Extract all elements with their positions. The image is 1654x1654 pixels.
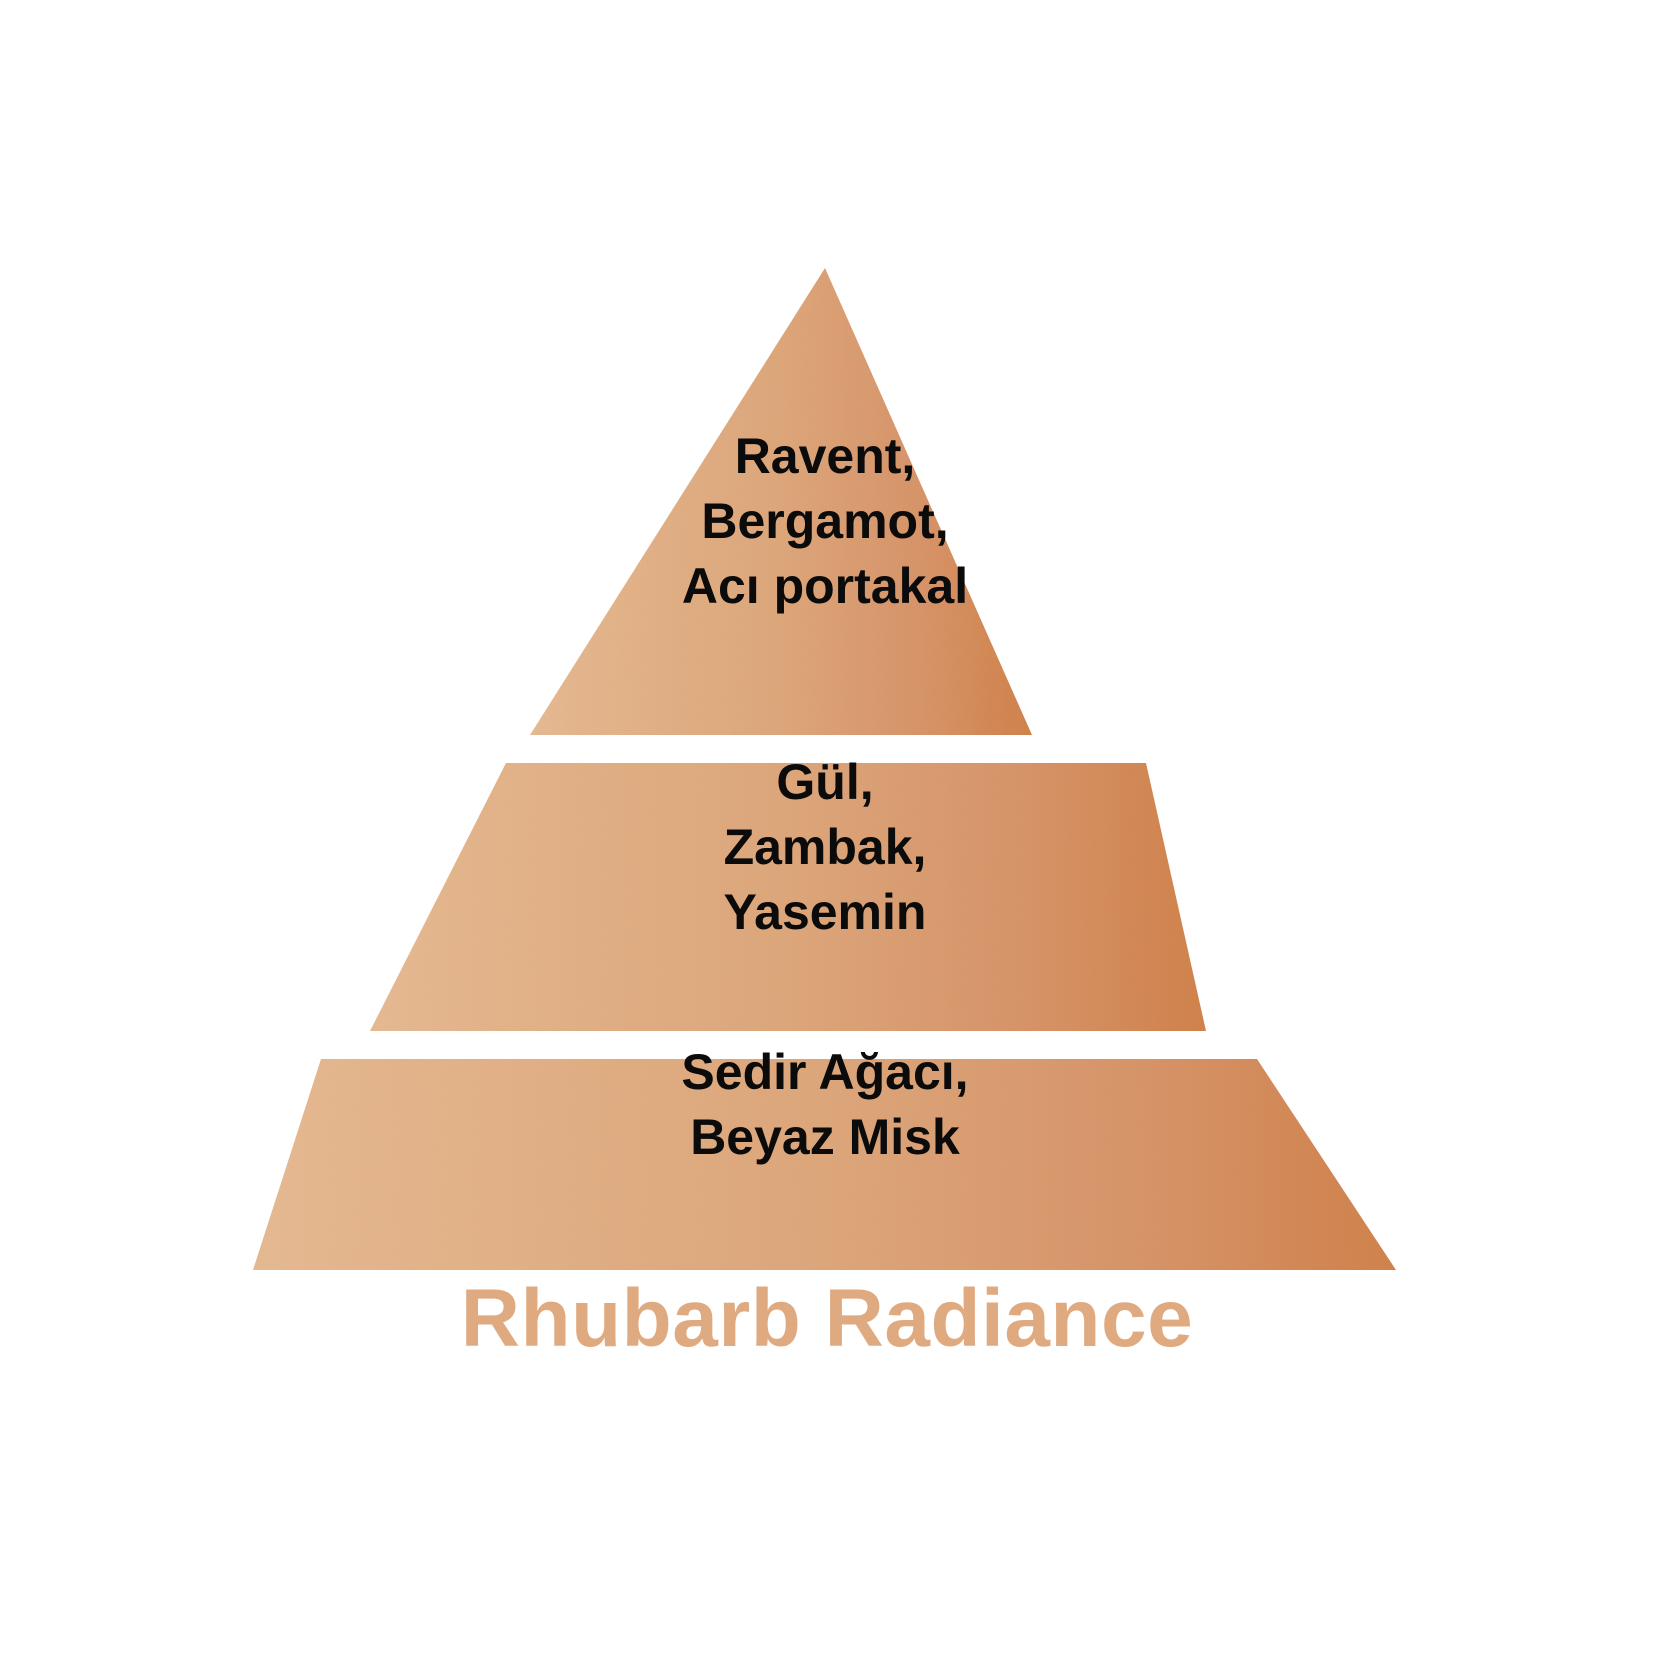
fragrance-name-caption: Rhubarb Radiance [460,1273,1194,1364]
pyramid-tier-middle [370,763,1206,1031]
pyramid-tier-top [530,268,1032,735]
pyramid-tier-bottom [253,1059,1396,1270]
